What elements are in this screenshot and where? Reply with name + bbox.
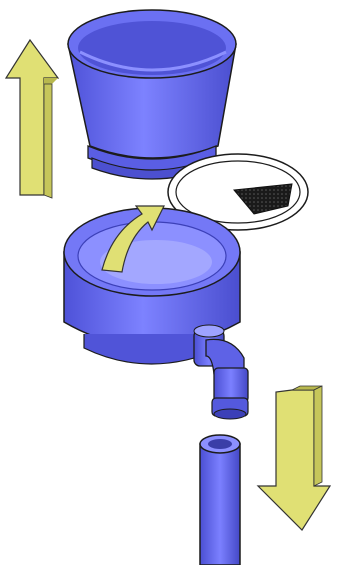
cup-part — [68, 10, 236, 179]
down-arrow-icon — [258, 386, 330, 530]
drain-tube-part — [200, 435, 240, 565]
up-arrow-icon — [6, 40, 58, 198]
elbow-fitting-part — [194, 325, 248, 419]
